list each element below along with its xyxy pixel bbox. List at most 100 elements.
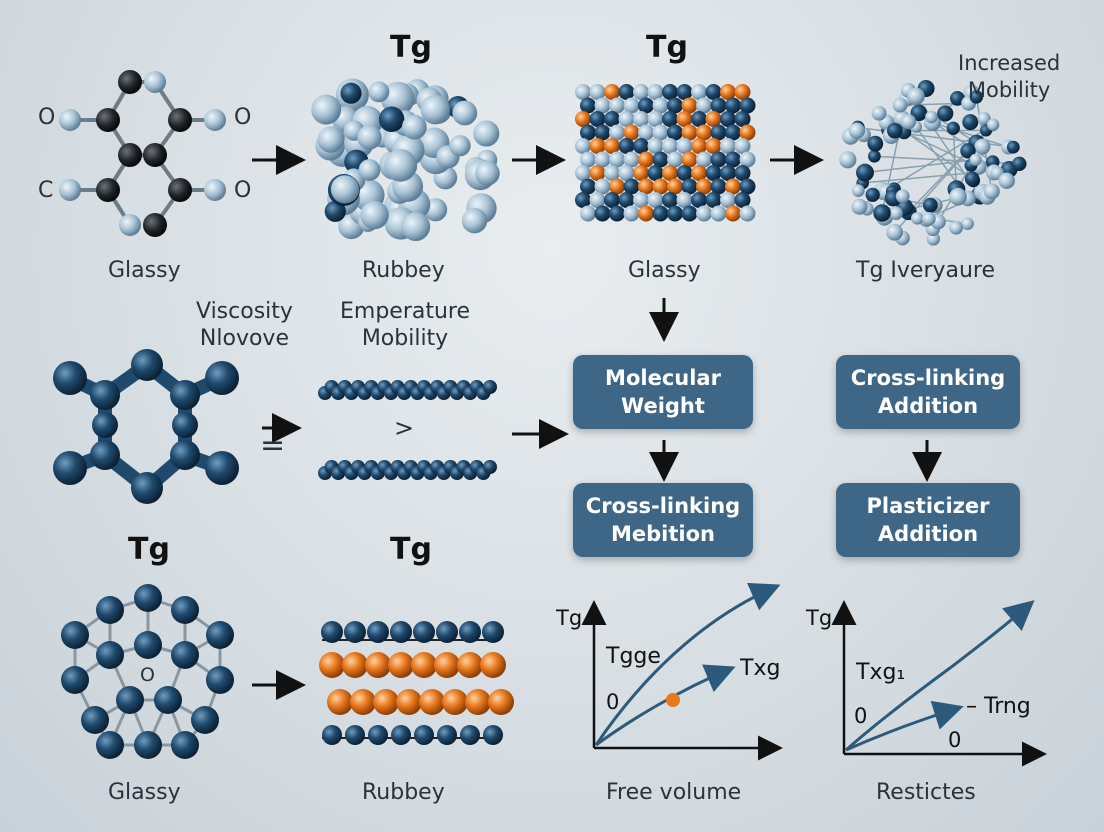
curve-txg1 [845,600,1035,752]
increased-mobility-line2: Mobility [967,78,1051,102]
graph2-curve-b-label: – Trng [966,694,1031,719]
lattice-atom [725,151,741,168]
lattice-atom [705,192,722,208]
box-molecular-weight-line2: Weight [621,394,705,418]
lattice-atom [618,111,635,127]
lattice-atom [710,97,727,114]
caption-glassy-3: Glassy [108,780,181,805]
graph2-ylabel: Tg [806,606,833,630]
bond [932,121,1009,148]
lattice-atom [575,165,591,181]
lattice-atom [483,725,503,745]
graph1-curve-b-label: Txg [740,656,781,681]
lattice-atom [652,124,669,141]
sphere-atom [969,90,984,104]
lattice-atom [344,621,366,643]
lattice-atom [391,725,411,745]
lattice-atom [725,178,741,195]
lattice-atom [681,151,698,168]
lattice-atom [720,84,736,100]
lattice-atom [345,725,365,745]
sphere-atom [839,151,857,169]
sphere-atom [910,104,928,122]
lattice-atom [676,138,693,154]
lattice-atom [321,621,343,643]
sphere-atom [1012,156,1027,172]
molecule-glassy-top [59,70,226,237]
lattice-atom [662,192,678,208]
lattice-atom [691,111,707,127]
emperature-label: Emperature Mobility [340,298,470,352]
lattice-atom [322,725,342,745]
lattice-atom [589,84,606,100]
atom-label-o2: O [234,105,252,130]
lattice-atom [594,97,611,114]
cluster-atom [324,200,346,222]
lattice-atom [652,151,669,168]
lattice-atom [623,151,640,168]
lattice-atom [676,111,693,127]
caption-tg-iveryaure: Tg Iveryaure [856,258,996,283]
sphere-atom [851,198,868,215]
viscosity-line2: Nlovove [199,326,289,351]
sphere-atom [969,153,982,166]
chain-lower [318,460,497,480]
lattice-atom [696,151,712,168]
lattice-atom [662,165,678,181]
atom-label-c: C [38,178,54,203]
graph1-ylabel: Tg [556,606,583,630]
lattice-atom [633,192,649,208]
lattice-atom [411,652,437,678]
atom-label-o3: O [234,178,252,203]
lattice-atom [720,111,736,127]
lattice-atom [725,205,741,222]
cage-atom [116,686,144,714]
lattice-atom [623,124,640,141]
lattice-atom [482,621,504,643]
lattice-atom [705,111,722,127]
graph-restictes [831,600,1047,767]
bond [952,128,958,190]
tg-title-glassy-bottom: Tg [128,532,170,567]
lattice-atom [594,205,611,222]
cage-atom [191,706,219,734]
lattice-atom [638,205,654,222]
cage-atom [61,621,89,649]
lattice-atom [667,178,683,195]
viscosity-label: Viscosity Nlovove [196,298,293,352]
curve-txg [595,664,736,747]
cluster-atom [358,159,381,181]
lattice-atom [609,151,625,168]
cage-atom [171,731,199,759]
lattice-atom [696,178,712,195]
lattice-atom [589,165,606,181]
sphere-atom [873,204,891,222]
lattice-atom [319,652,345,678]
lattice-atom [604,192,620,208]
cage-atom [134,731,162,759]
lattice-atom [580,205,596,222]
caption-restictes: Restictes [876,780,976,805]
cage-atom [134,584,162,612]
lattice-atom [676,84,693,100]
box-cross-linking-mebition: Cross-linking Mebition [573,483,753,557]
cluster-atom [360,200,389,230]
tg-title-rubbery: Tg [390,30,432,65]
lattice-atom [594,151,611,168]
cluster-atom [384,149,417,182]
graph2-zero-b: 0 [948,728,962,752]
lattice-atom [457,652,483,678]
box-molecular-weight-line1: Molecular [605,366,721,390]
lattice-atom [388,652,414,678]
sphere-atom [889,206,903,220]
lattice-atom [739,124,756,141]
cluster-atom [378,106,405,132]
curve-trng [845,700,964,752]
lattice-atom [437,725,457,745]
lattice-atom [609,97,625,114]
lattice-atom [638,178,654,195]
lattice-atom [434,652,460,678]
lattice-atom [734,138,751,154]
lattice-atom [633,165,649,181]
